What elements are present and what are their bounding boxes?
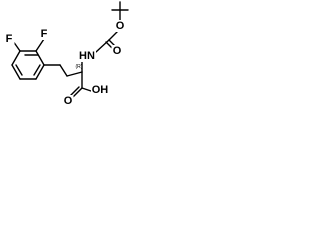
ring-bond-4 [11,64,21,80]
bond-layer [11,1,129,99]
acid-carbonyl-label: O [64,95,73,107]
nitrogen-label-bg [78,50,96,62]
ring-bond-6 [35,64,45,80]
bond-beta-gamma-carbon [59,64,68,77]
stereo-marker: (R) [76,64,83,70]
chemical-structure: F F HN O O OH O (R) [3,1,129,107]
ring-bond-1 [35,50,45,66]
nitrogen-label: HN [79,50,95,62]
oxygen-ester-label-bg [114,20,126,32]
oxygen-ester-label: O [116,20,125,32]
ring-bond-3 [11,50,21,66]
bond-oxygen-carbamate-carbon [108,30,119,41]
fluorine-left-bg [3,33,15,45]
fluorine-top-bg [38,28,50,40]
bond-ring-fluorine-top [35,38,45,52]
atom-label-layer: F F HN O O OH O (R) [3,20,126,107]
acid-hydroxyl-label: OH [92,84,109,96]
bond-acid-carbonyl-2 [69,86,80,97]
bond-carbamate-carbon-nitrogen [95,39,110,53]
fluorine-left-label: F [6,33,13,45]
oxygen-carbonyl-label: O [113,45,122,57]
acid-carbonyl-label-bg [62,95,74,107]
acid-hydroxyl-label-bg [91,84,109,96]
bond-alpha-beta-carbon [66,71,83,77]
fluorine-top-label: F [41,28,48,40]
ring-double-bond-3 [33,64,41,76]
oxygen-carbonyl-label-bg [111,45,123,57]
bond-acid-carbonyl-1 [71,87,83,99]
ring-double-bond-2 [15,64,23,76]
